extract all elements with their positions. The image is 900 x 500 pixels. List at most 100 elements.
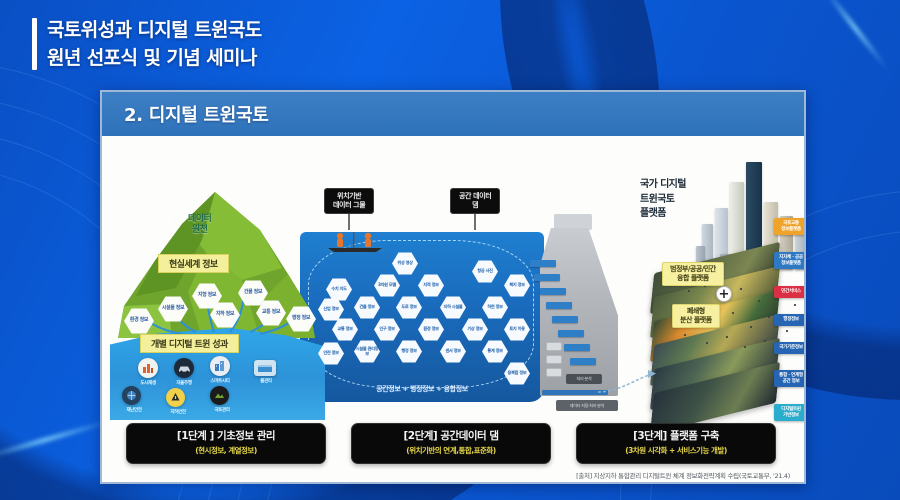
twin-icon-urban[interactable] — [138, 358, 158, 378]
layer-tag-convergence: 범정부/공공/민간 융합 플랫폼 — [662, 262, 724, 286]
title-line-1: 국토위성과 디지털 트윈국도 — [47, 19, 262, 41]
dam-node[interactable]: 산업 정보 — [318, 298, 344, 321]
tag-real-world-info: 현실세계 정보 — [158, 254, 229, 273]
dam-node-label: 시설물 관리정보 — [355, 345, 379, 356]
twin-icon-autodrive[interactable] — [174, 358, 194, 378]
city-building — [730, 182, 744, 270]
stair-step — [570, 358, 596, 365]
pin-label-line2: 데이터 그물 — [333, 201, 366, 210]
dam-node-label: 융복합 정보 — [507, 370, 527, 376]
side-tab-5[interactable]: 통합 · 연계형 공간 정보 — [774, 370, 804, 388]
dam-node[interactable]: 지적 정보 — [418, 274, 444, 297]
dam-node[interactable]: 지하 시설물 — [440, 296, 466, 319]
platform-title-line2: 트윈국토 — [640, 193, 675, 205]
dam-node[interactable]: 기상 정보 — [462, 318, 488, 341]
side-tab-2-line1: 민간서비스 — [781, 289, 801, 294]
city-building — [795, 232, 804, 270]
stage-box-2[interactable]: [2단계] 공간데이터 댐 (위치기반의 연계,통합,표준화) — [351, 422, 551, 464]
side-tab-2[interactable]: 민간서비스 — [774, 286, 804, 298]
twin-icon-caption: 자율주행 — [176, 381, 192, 386]
dam-node[interactable]: 위성 영상 — [392, 252, 418, 275]
side-tab-4-line1: 국가기준정보 — [779, 345, 803, 350]
stage-3-title: [3단계] 플랫폼 구축 — [633, 429, 719, 442]
stage-1-title: [1단계 ] 기초정보 관리 — [176, 429, 276, 442]
twin-icon-caption: 물관리 — [260, 379, 272, 384]
dam-node[interactable]: 토지 이용 — [504, 318, 530, 341]
layer-tag-distributed: 폐쇄형 분산 플랫폼 — [672, 304, 720, 328]
twin-icon-disaster[interactable] — [122, 386, 141, 405]
dam-node[interactable]: 항공 사진 — [472, 260, 498, 283]
stair-step — [564, 344, 590, 351]
twin-icon-smartcity[interactable] — [210, 356, 230, 376]
pin-label-line2: 댐 — [472, 201, 479, 210]
twin-icon-underground[interactable] — [166, 388, 185, 407]
source-note: [출처] 지상지하 통합관리 디지털트윈 체계 정보화전략계획 수립(국토교통부… — [576, 472, 790, 480]
twin-icon-caption: 지하안전 — [170, 410, 186, 415]
twin-icon-water[interactable] — [254, 360, 276, 376]
title-accent-bar — [32, 18, 37, 71]
tag-individual-twin: 개별 디지털 트윈 성과 — [140, 334, 239, 353]
mountain-node-label: 지하 정보 — [215, 311, 235, 318]
dam-data-honeycomb: 위성 영상 항공 사진 수치 지도 3차원 모델 지적 정보 건물 정보 도로 … — [314, 252, 532, 385]
pin-box: 위치기반 데이터 그물 — [324, 188, 375, 215]
stage-box-1[interactable]: [1단계 ] 기초정보 관리 (현시정보, 계열정보) — [126, 422, 326, 464]
dam-node-label: 센서 정보 — [445, 348, 461, 354]
twin-icon-landmanage[interactable] — [210, 386, 229, 405]
pin-box: 공간 데이터 댐 — [450, 188, 501, 215]
side-tab-1-line2: 정보플랫폼 — [781, 260, 801, 266]
dam-node[interactable]: 수치 지도 — [326, 278, 352, 301]
presentation-slide: 2. 디지털 트윈국토 데이터 원천 현실세계 정보 — [100, 90, 806, 484]
twin-icon-caption: 도시재생 — [140, 381, 156, 386]
dam-node-label: 하천 정보 — [487, 304, 503, 310]
mountain-node-label: 시설물 정보 — [161, 305, 185, 312]
dam-base-bar — [542, 390, 608, 395]
dam-node[interactable]: 인구 정보 — [374, 318, 400, 341]
twin-icon-caption: 재난안전 — [126, 408, 142, 413]
mountain-node-label: 환경 정보 — [129, 317, 149, 324]
dam-control-panel — [546, 355, 562, 364]
dam-node[interactable]: 하천 정보 — [482, 296, 508, 319]
dam-node-label: 수치 지도 — [331, 286, 347, 292]
dam-node[interactable]: 교통 정보 — [332, 318, 358, 341]
dam-node-label: 인구 정보 — [379, 326, 395, 332]
layer-tag-distributed-line1: 폐쇄형 — [686, 307, 705, 315]
dam-node-label: 통계 정보 — [487, 348, 503, 354]
dam-node[interactable]: 3차원 모델 — [374, 274, 400, 297]
side-tab-4[interactable]: 국가기준정보 — [774, 342, 804, 354]
layer-tag-convergence-line1: 범정부/공공/민간 — [670, 265, 716, 273]
stage-box-3[interactable]: [3단계] 플랫폼 구축 (3차원 시각화 + 서비스기능 개발) — [576, 422, 776, 464]
dam-node-label: 기상 정보 — [467, 326, 483, 332]
side-tab-1[interactable]: 지자체 · 공공 정보플랫폼 — [774, 252, 804, 270]
dam-node-label: 도로 정보 — [401, 304, 417, 310]
dam-node-label: 건물 정보 — [359, 304, 375, 310]
dam-node[interactable]: 안전 정보 — [318, 342, 344, 365]
data-source-label-line1: 데이터 — [188, 214, 212, 224]
stair-step — [534, 274, 560, 281]
survey-boat-figures — [323, 232, 387, 253]
pin-stem — [348, 214, 351, 231]
dam-node[interactable]: 건물 정보 — [354, 296, 380, 319]
dam-node[interactable]: 도로 정보 — [396, 296, 422, 319]
dam-node[interactable]: 복지 정보 — [504, 274, 530, 297]
dam-node-label: 복지 정보 — [509, 282, 525, 288]
side-tab-0[interactable]: 국토교통 정보플랫폼 — [774, 218, 804, 236]
dam-node[interactable]: 행정 정보 — [396, 340, 422, 363]
layer-tag-distributed-line2: 분산 플랫폼 — [680, 315, 712, 324]
dam-node[interactable]: 융복합 정보 — [504, 362, 530, 385]
platform-title: 국가 디지털 트윈국토 플랫폼 — [640, 178, 686, 222]
mountain-node-label: 행정 정보 — [291, 315, 311, 322]
dam-node-label: 토지 이용 — [509, 326, 525, 332]
side-tab-6[interactable]: 디지털트윈 기반정보 — [774, 404, 804, 422]
side-tab-1-line1: 지자체 · 공공 — [779, 255, 803, 260]
dam-node-label: 환경 정보 — [423, 326, 439, 332]
side-tab-3[interactable]: 행정정보 — [774, 314, 804, 326]
dam-node[interactable]: 시설물 관리정보 — [354, 340, 380, 363]
pin-location-data-net: 위치기반 데이터 그물 — [324, 188, 375, 231]
flow-arrow — [597, 370, 656, 393]
side-tab-5-line2: 공간 정보 — [782, 378, 800, 384]
dam-node[interactable]: 통계 정보 — [482, 340, 508, 363]
dam-node-label: 산업 정보 — [323, 306, 339, 312]
title-line-2: 원년 선포식 및 기념 세미나 — [47, 46, 257, 69]
dam-node[interactable]: 환경 정보 — [418, 318, 444, 341]
dam-node[interactable]: 센서 정보 — [440, 340, 466, 363]
